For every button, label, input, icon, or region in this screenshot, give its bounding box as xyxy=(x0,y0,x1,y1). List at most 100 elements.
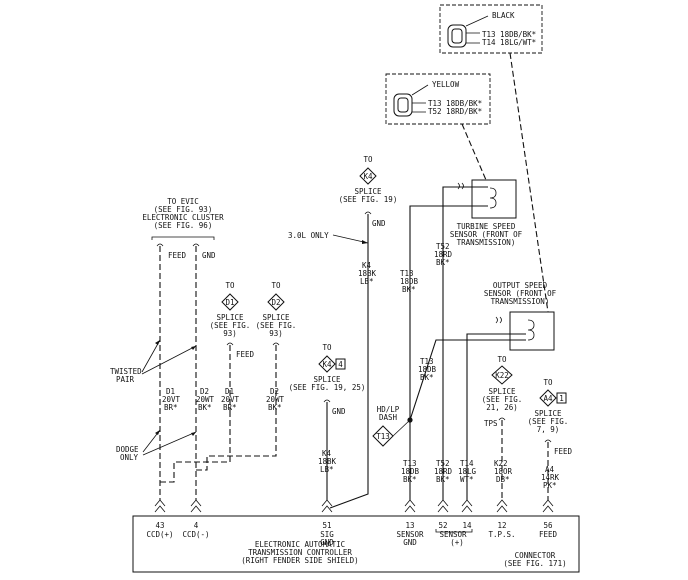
pin-label: (+) xyxy=(450,538,464,547)
wire-color: BK* xyxy=(198,403,212,412)
wire-color: BK* xyxy=(420,373,434,382)
pin-label: FEED xyxy=(539,530,558,539)
splice-d2: TO D2 SPLICE (SEE FIG. 93) xyxy=(256,281,296,346)
hd-tag-diamond xyxy=(372,425,394,447)
connector-chevrons xyxy=(154,499,554,513)
wire-label-t52-bot: T52 18RD BK* xyxy=(434,459,453,484)
hd-lp-line: DASH xyxy=(379,413,398,422)
turbine-sensor-label: TURBINE SPEED SENSOR (FRONT OF TRANSMISS… xyxy=(450,222,523,247)
connector-yellow-color: YELLOW xyxy=(432,80,460,89)
wire-t14 xyxy=(466,333,526,500)
yellow-to-turbine-leader xyxy=(461,123,487,181)
connector-yellow-leader xyxy=(411,84,429,96)
wire-label-d2-mid: D2 20WT BK* xyxy=(266,387,285,412)
hd-tag-leader xyxy=(392,419,411,437)
wire-code: T14 xyxy=(460,459,474,468)
pin-number: 14 xyxy=(462,521,472,530)
wire-label-d2-top: D2 20WT BK* xyxy=(196,387,215,412)
controller-label-line: ELECTRONIC AUTOMATIC xyxy=(255,540,345,549)
pin-4: 4 CCD(-) xyxy=(182,521,209,539)
wire-d2-dodge xyxy=(196,412,277,471)
pin-number: 12 xyxy=(497,521,506,530)
splice-line: SPLICE xyxy=(534,409,562,418)
pin-label: SIG xyxy=(320,530,334,539)
splice-tag: D2 xyxy=(271,298,280,307)
splice-tag: D1 xyxy=(225,298,234,307)
splice-tps-label: TPS xyxy=(484,419,498,428)
connector-ref-line: (SEE FIG. 171) xyxy=(503,559,566,568)
wire-code: D1 xyxy=(225,387,234,396)
wire-label-t13-upper: T13 18DB BK* xyxy=(400,269,419,294)
wire-label-a4-bot: A4 14RK PK* xyxy=(541,465,560,490)
connector-black-plug xyxy=(447,24,467,48)
wire-code: K4 xyxy=(362,261,372,270)
pin-label: SENSOR xyxy=(396,530,424,539)
pin-number: 13 xyxy=(405,521,414,530)
evic-label-line: (SEE FIG. 93) xyxy=(154,205,213,214)
chevron xyxy=(542,499,554,513)
wire-color: BK* xyxy=(436,258,450,267)
splice-to: TO xyxy=(497,355,507,364)
wire-label-d1-top: D1 20VT BR* xyxy=(162,387,181,412)
wire-gauge: 20WT xyxy=(266,395,285,404)
wire-label-t52-upper: T52 18RD BK* xyxy=(434,242,453,267)
wire-color: PK* xyxy=(543,481,557,490)
wire-code: A4 xyxy=(545,465,555,474)
pin-label: SENSOR xyxy=(439,530,467,539)
splice-diamond xyxy=(267,293,285,311)
connector-black-pin-leads xyxy=(466,32,480,44)
wire-label-t13-mid: T13 18DB BK* xyxy=(418,357,437,382)
splice-d1: TO D1 SPLICE (SEE FIG. 93) FEED xyxy=(210,281,255,359)
hd-tag: T13 xyxy=(376,432,390,441)
splice-tag: K4 xyxy=(363,172,373,181)
wire-color: WT* xyxy=(460,475,474,484)
wire-t52 xyxy=(442,186,488,500)
splice-line: (SEE FIG. xyxy=(482,395,523,404)
splice-number: 4 xyxy=(338,360,343,369)
wire-code: D2 xyxy=(200,387,209,396)
dodge-only-line: ONLY xyxy=(120,453,139,462)
wire-gauge: 18DB xyxy=(418,365,437,374)
output-sensor-line: SENSOR (FRONT OF xyxy=(484,289,557,298)
wire-gauge: 18BK xyxy=(358,269,377,278)
splice-line: SPLICE xyxy=(354,187,382,196)
splice-line: 7, 9) xyxy=(537,425,560,434)
splice-to: TO xyxy=(225,281,235,290)
wire-code: D1 xyxy=(166,387,175,396)
output-connector-mark xyxy=(495,316,502,324)
splice-gnd-label: GND xyxy=(372,219,386,228)
chevron xyxy=(404,499,416,513)
wire-color: BK* xyxy=(436,475,450,484)
connector-ref-line: CONNECTOR xyxy=(515,551,556,560)
twisted-pair-line: TWISTED xyxy=(110,367,142,376)
wire-color: DB* xyxy=(496,475,510,484)
splice-diamond xyxy=(318,355,336,373)
splice-gnd-label: GND xyxy=(332,407,346,416)
splice-tag: A4 xyxy=(543,394,553,403)
twisted-pair-label: TWISTED PAIR xyxy=(110,367,142,384)
output-sensor-label: OUTPUT SPEED SENSOR (FRONT OF TRANSMISSI… xyxy=(484,281,557,306)
dodge-only-label: DODGE ONLY xyxy=(116,445,139,462)
wire-gauge: 18DB xyxy=(401,467,420,476)
splice-line: SPLICE xyxy=(262,313,290,322)
evic-label-line: (SEE FIG. 96) xyxy=(154,221,213,230)
output-sensor-coil xyxy=(527,319,535,341)
connector-black-color: BLACK xyxy=(492,11,515,20)
dodge-only-leaders xyxy=(142,429,197,456)
connector-yellow-pin: T13 18DB/BK* xyxy=(428,99,482,108)
pin-51: 51 SIG GND xyxy=(320,521,334,547)
wire-gauge: 18DB xyxy=(400,277,419,286)
splice-terminal xyxy=(323,399,331,403)
turbine-sensor-line: TURBINE SPEED xyxy=(457,222,516,231)
wire-gauge: 18OR xyxy=(494,467,513,476)
connector-yellow-pin-leads xyxy=(412,102,426,113)
evic-label-line: ELECTRONIC CLUSTER xyxy=(142,213,224,222)
splice-tag: K4 xyxy=(322,360,332,369)
pin-number: 43 xyxy=(155,521,164,530)
engine-note-arrow xyxy=(362,240,368,244)
output-sensor-line: TRANSMISSION) xyxy=(491,297,550,306)
wire-label-k22-bot: K22 18OR DB* xyxy=(494,459,513,484)
pin-label: CCD(+) xyxy=(146,530,173,539)
splice-number: 1 xyxy=(559,394,564,403)
pin-52: 52 SENSOR xyxy=(438,521,467,539)
